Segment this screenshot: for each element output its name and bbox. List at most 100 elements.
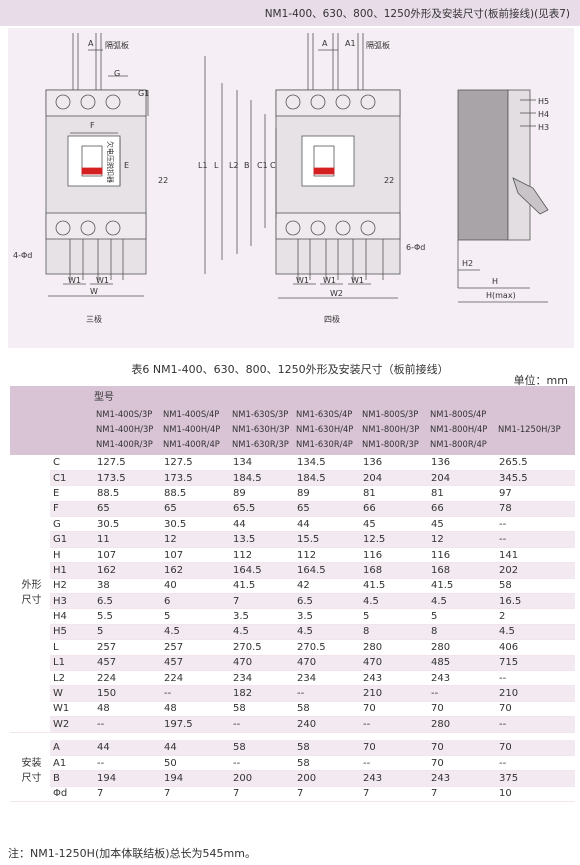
value-cell: 173.5	[161, 470, 230, 487]
value-cell: 3.5	[230, 608, 294, 625]
value-cell: 200	[230, 770, 294, 787]
header-title: NM1-400、630、800、1250外形及安装尺寸(板前接线)(见表7)	[264, 8, 570, 20]
value-cell: 44	[94, 740, 161, 756]
value-cell: 184.5	[230, 470, 294, 487]
value-cell: 116	[360, 547, 428, 564]
separator-cell	[10, 732, 576, 741]
vertical-dimensions	[204, 56, 277, 274]
param-name: L1	[50, 655, 94, 671]
value-cell: 243	[428, 770, 496, 787]
label-A-3p: A	[88, 39, 94, 48]
value-cell: 81	[360, 485, 428, 502]
value-cell: 58	[230, 701, 294, 718]
value-cell: 257	[94, 639, 161, 656]
value-cell: 5.5	[94, 608, 161, 625]
value-cell: 42	[294, 578, 360, 595]
side-view	[457, 89, 549, 303]
model-name: NM1-400H/3P	[96, 424, 154, 434]
table-row: W2--197.5--240--280--	[10, 716, 576, 733]
value-cell: 65	[161, 501, 230, 518]
value-cell: 70	[428, 755, 496, 772]
model-name: NM1-800R/3P	[362, 439, 419, 449]
label-F: F	[90, 121, 95, 130]
value-cell: 280	[428, 716, 496, 733]
four-pole-view	[275, 33, 401, 299]
value-cell: 89	[230, 485, 294, 502]
value-cell: 234	[294, 670, 360, 687]
value-cell: 10	[496, 786, 576, 803]
value-cell: 243	[360, 670, 428, 687]
model-name: NM1-630H/3P	[232, 424, 290, 434]
label-H: H	[492, 277, 498, 286]
value-cell: 485	[428, 655, 496, 671]
value-cell: 134	[230, 455, 294, 471]
model-name: NM1-400R/4P	[163, 439, 220, 449]
value-cell: 184.5	[294, 470, 360, 487]
value-cell: 243	[428, 670, 496, 687]
model-name: NM1-1250H/3P	[498, 424, 561, 434]
value-cell: 65	[94, 501, 161, 518]
value-cell: 40	[161, 578, 230, 595]
value-cell: 50	[161, 755, 230, 772]
model-column-header: NM1-400S/3P NM1-400H/3P NM1-400R/3P	[94, 404, 161, 455]
value-cell: 15.5	[294, 531, 360, 548]
value-cell: --	[230, 716, 294, 733]
value-cell: 7	[94, 786, 161, 803]
model-name: NM1-630S/3P	[232, 409, 289, 419]
param-name: H1	[50, 562, 94, 579]
param-name: H2	[50, 578, 94, 595]
value-cell: 48	[161, 701, 230, 718]
value-cell: 470	[230, 655, 294, 671]
value-cell: 4.5	[161, 624, 230, 641]
value-cell: 210	[496, 685, 576, 702]
param-name: C1	[50, 470, 94, 487]
dimension-drawings-svg: A 隔弧板 G G1 F E 22 4-Φd W1 W1 W 三极 欠电压脱扣器…	[13, 33, 549, 324]
value-cell: 406	[496, 639, 576, 656]
value-cell: --	[360, 716, 428, 733]
label-W1a-4p: W1	[296, 276, 309, 285]
value-cell: 4.5	[230, 624, 294, 641]
value-cell: 13.5	[230, 531, 294, 548]
value-cell: 200	[294, 770, 360, 787]
param-name: B	[50, 770, 94, 787]
value-cell: 112	[230, 547, 294, 564]
value-cell: 7	[294, 786, 360, 803]
value-cell: 280	[428, 639, 496, 656]
model-header: 型号	[94, 386, 576, 404]
label-phi-d6: 6-Φd	[406, 243, 425, 252]
model-name: NM1-800H/3P	[362, 424, 420, 434]
value-cell: --	[496, 516, 576, 533]
param-name: E	[50, 485, 94, 502]
label-W1c-4p: W1	[351, 276, 364, 285]
value-cell: 45	[360, 516, 428, 533]
value-cell: 116	[428, 547, 496, 564]
value-cell: 4.5	[428, 593, 496, 610]
param-name: W	[50, 685, 94, 702]
value-cell: 6.5	[94, 593, 161, 610]
model-name: NM1-400S/3P	[96, 409, 153, 419]
value-cell: 6	[161, 593, 230, 610]
model-name: NM1-630H/4P	[296, 424, 354, 434]
value-cell: --	[294, 685, 360, 702]
model-name: NM1-630R/4P	[296, 439, 353, 449]
value-cell: 168	[360, 562, 428, 579]
value-cell: 5	[360, 608, 428, 625]
model-name: NM1-400H/4P	[163, 424, 221, 434]
model-name: NM1-400R/3P	[96, 439, 153, 449]
label-L2: L2	[229, 161, 239, 170]
label-22-4p: 22	[384, 176, 394, 185]
label-G1: G1	[138, 89, 149, 98]
label-W1b-3p: W1	[96, 276, 109, 285]
value-cell: 136	[360, 455, 428, 471]
